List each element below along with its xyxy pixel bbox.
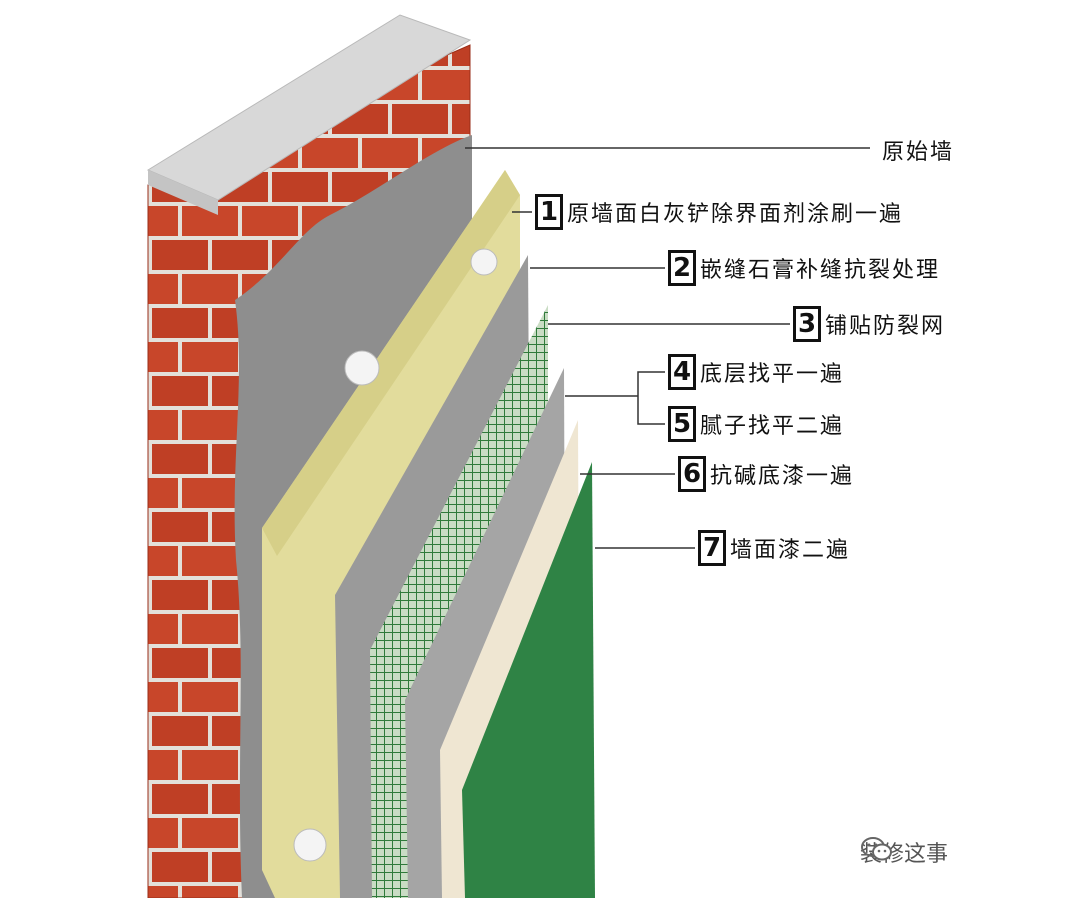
step-5-number: 5	[668, 406, 696, 442]
step-4-label: 4 底层找平一遍	[668, 354, 844, 390]
step-6-text: 抗碱底漆一遍	[710, 464, 855, 489]
wechat-icon	[861, 837, 892, 861]
step-7-text: 墙面漆二遍	[730, 538, 851, 563]
original-wall-text: 原始墙	[882, 140, 955, 165]
step-3-number: 3	[793, 306, 821, 342]
step-3-text: 铺贴防裂网	[825, 314, 946, 339]
step-6-number: 6	[678, 456, 706, 492]
step-7-number: 7	[698, 530, 726, 566]
step-1-text: 原墙面白灰铲除界面剂涂刷一遍	[567, 202, 904, 227]
leader-lines	[465, 147, 870, 549]
step-2-text: 嵌缝石膏补缝抗裂处理	[700, 258, 941, 283]
watermark: 装修这事	[860, 836, 948, 868]
step-4-number: 4	[668, 354, 696, 390]
step-1-number: 1	[535, 194, 563, 230]
step-2-number: 2	[668, 250, 696, 286]
step-6-label: 6 抗碱底漆一遍	[678, 456, 854, 492]
step-4-text: 底层找平一遍	[700, 362, 845, 387]
label-original-wall: 原始墙	[882, 134, 954, 166]
step-5-text: 腻子找平二遍	[700, 414, 845, 439]
step-3-label: 3 铺贴防裂网	[793, 306, 945, 342]
step-1-label: 1 原墙面白灰铲除界面剂涂刷一遍	[535, 194, 903, 230]
step-5-label: 5 腻子找平二遍	[668, 406, 844, 442]
paint-layer	[462, 462, 595, 898]
step-2-label: 2 嵌缝石膏补缝抗裂处理	[668, 250, 940, 286]
step-7-label: 7 墙面漆二遍	[698, 530, 850, 566]
wall-top	[146, 14, 472, 201]
